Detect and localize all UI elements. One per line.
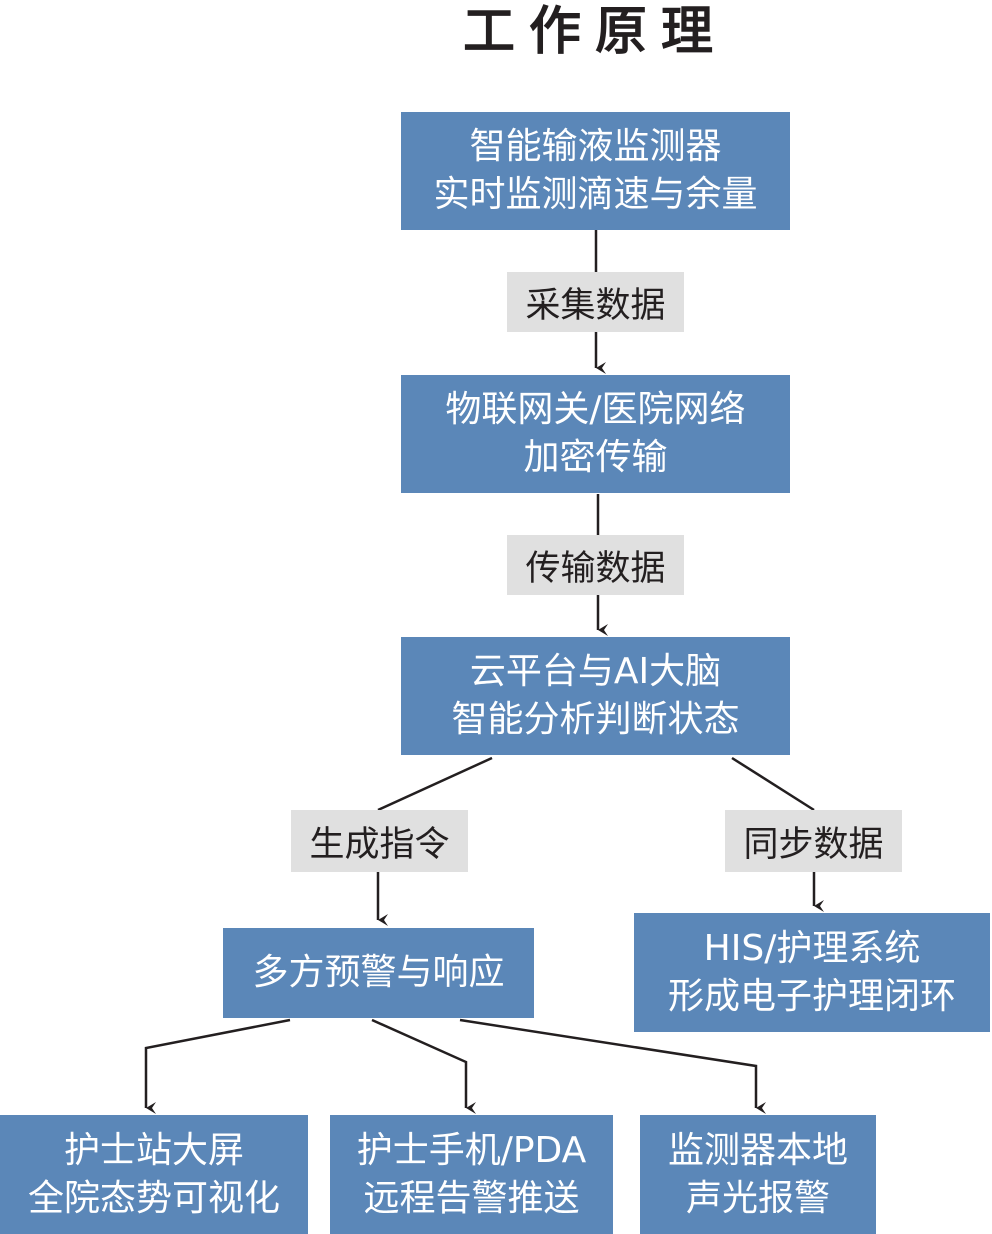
edge-label-collect: 采集数据 xyxy=(507,272,684,332)
node-monitor-line1: 智能输液监测器 xyxy=(469,126,722,167)
diagram-title: 工作原理 xyxy=(462,2,727,62)
node-gateway: 物联网关/医院网络 加密传输 xyxy=(401,375,790,493)
node-station-line1: 护士站大屏 xyxy=(63,1129,244,1171)
node-alert: 多方预警与响应 xyxy=(223,928,534,1018)
node-his-line1: HIS/护理系统 xyxy=(703,927,921,969)
edge-label-sync: 同步数据 xyxy=(725,810,902,872)
node-his: HIS/护理系统 形成电子护理闭环 xyxy=(634,913,990,1032)
edge-label-command: 生成指令 xyxy=(291,810,468,872)
connector-cloud-sync xyxy=(731,756,815,812)
arrow-alert-local xyxy=(459,1018,766,1114)
node-monitor: 智能输液监测器 实时监测滴速与余量 xyxy=(401,112,790,230)
node-local-line1: 监测器本地 xyxy=(667,1129,848,1171)
node-local: 监测器本地 声光报警 xyxy=(640,1115,876,1234)
node-cloud: 云平台与AI大脑 智能分析判断状态 xyxy=(401,637,790,755)
node-alert-line1: 多方预警与响应 xyxy=(252,952,505,993)
connector-cloud-command xyxy=(377,756,493,812)
node-phone-line2: 远程告警推送 xyxy=(363,1177,580,1219)
node-gateway-line2: 加密传输 xyxy=(523,437,668,478)
arrow-alert-phone xyxy=(371,1018,476,1114)
node-cloud-line2: 智能分析判断状态 xyxy=(451,699,740,740)
node-gateway-line1: 物联网关/医院网络 xyxy=(445,389,746,430)
node-his-line2: 形成电子护理闭环 xyxy=(667,975,956,1017)
node-local-line2: 声光报警 xyxy=(685,1177,830,1219)
node-station-line2: 全院态势可视化 xyxy=(27,1177,280,1219)
node-monitor-line2: 实时监测滴速与余量 xyxy=(433,174,758,215)
node-station: 护士站大屏 全院态势可视化 xyxy=(0,1115,308,1234)
edge-label-transmit: 传输数据 xyxy=(507,535,684,595)
node-phone-line1: 护士手机/PDA xyxy=(356,1129,587,1171)
arrow-alert-station xyxy=(144,1018,291,1114)
node-cloud-line1: 云平台与AI大脑 xyxy=(469,651,722,692)
node-phone: 护士手机/PDA 远程告警推送 xyxy=(330,1115,613,1234)
